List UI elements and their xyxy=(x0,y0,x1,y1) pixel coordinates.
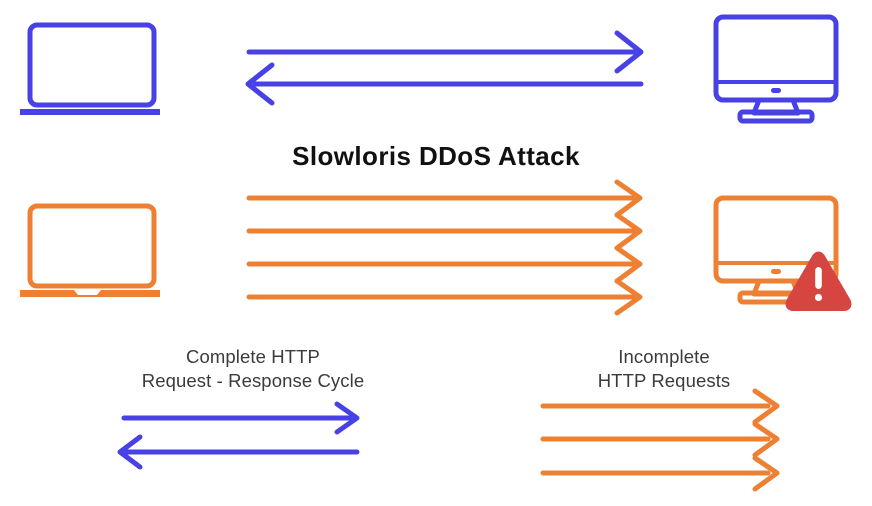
arrow-incomplete-request-1 xyxy=(246,179,643,218)
legend-arrow-request-blue xyxy=(121,401,360,435)
legend-left-line1: Complete HTTP xyxy=(186,346,320,367)
legend-incomplete-requests: Incomplete HTTP Requests xyxy=(540,346,780,492)
attack-traffic-row xyxy=(20,179,852,316)
legend-complete-cycle: Complete HTTP Request - Response Cycle xyxy=(117,346,364,470)
warning-exclamation-dot xyxy=(814,293,823,302)
warning-triangle-icon xyxy=(785,251,852,311)
arrow-head-right xyxy=(334,401,360,435)
arrow-request-blue xyxy=(246,30,644,74)
arrow-incomplete-request-3 xyxy=(246,245,643,284)
monitor-screen xyxy=(713,14,839,103)
arrow-head-right xyxy=(614,179,643,218)
laptop-icon-orange xyxy=(20,203,160,297)
laptop-icon-blue xyxy=(20,22,160,115)
arrow-incomplete-request-4 xyxy=(246,278,643,316)
laptop-screen xyxy=(27,22,157,108)
arrow-head-right xyxy=(614,30,644,74)
legend-arrow-response-blue xyxy=(117,434,360,470)
legend-arrow-incomplete-2 xyxy=(540,421,780,458)
laptop-screen xyxy=(27,203,157,289)
arrow-head-left xyxy=(245,62,275,106)
arrow-response-blue xyxy=(245,62,644,106)
laptop-base-bar xyxy=(20,109,160,115)
legend-right-line1: Incomplete xyxy=(618,346,710,367)
arrow-head-right xyxy=(752,421,780,458)
legend-left-line2: Request - Response Cycle xyxy=(142,370,364,391)
arrow-head-right xyxy=(614,245,643,284)
arrow-head-left xyxy=(117,434,143,470)
arrow-incomplete-request-2 xyxy=(246,212,643,251)
normal-traffic-row xyxy=(20,14,839,124)
monitor-power-dot xyxy=(771,88,781,93)
desktop-monitor-icon-orange xyxy=(713,195,852,311)
arrow-head-right xyxy=(752,455,780,492)
legend-arrow-incomplete-3 xyxy=(540,455,780,492)
legend-arrow-incomplete-1 xyxy=(540,388,780,425)
laptop-base-bar xyxy=(20,290,160,297)
legend-right-line2: HTTP Requests xyxy=(598,370,731,391)
arrow-head-right xyxy=(752,388,780,425)
warning-exclamation-bar xyxy=(815,267,822,289)
arrow-head-right xyxy=(614,212,643,251)
page-title: Slowloris DDoS Attack xyxy=(292,141,580,171)
arrow-head-right xyxy=(614,278,643,316)
monitor-power-dot xyxy=(771,269,781,274)
monitor-base xyxy=(737,109,815,124)
desktop-monitor-icon-blue xyxy=(713,14,839,124)
